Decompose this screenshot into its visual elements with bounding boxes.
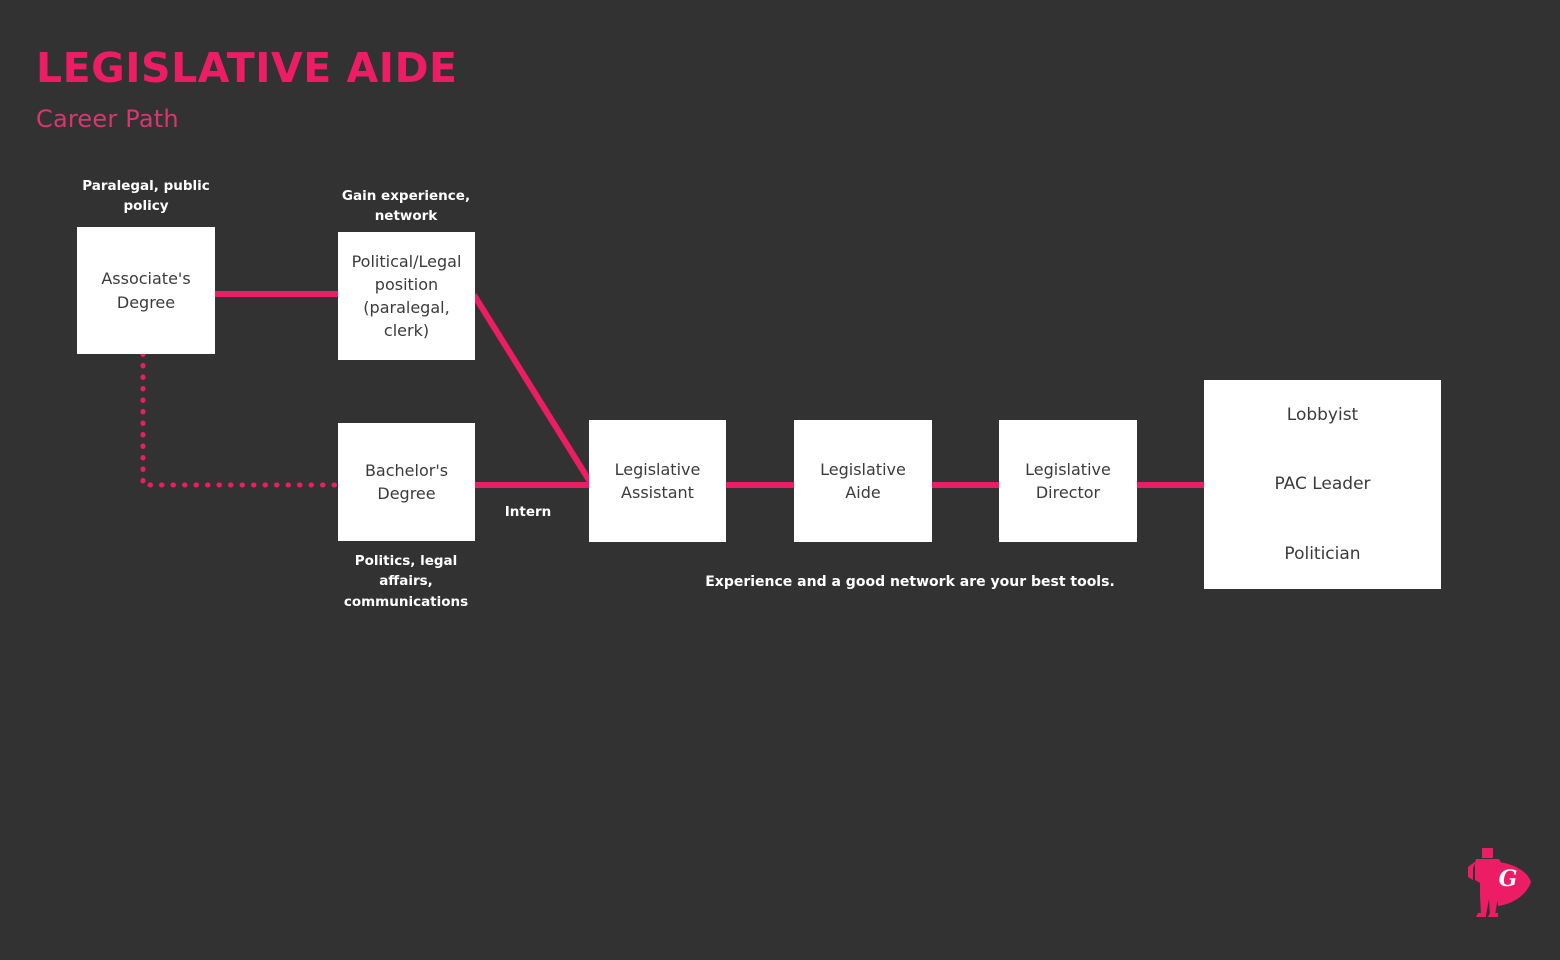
outcome-pac-leader: PAC Leader (1274, 474, 1371, 495)
node-associates-degree-label: Associate's Degree (101, 269, 191, 312)
node-legislative-director-label: Legislative Director (1025, 459, 1111, 502)
annotation-bachelors-bottom: Politics, legal affairs, communications (343, 553, 469, 610)
node-political-legal-position[interactable]: Political/Legal position (paralegal, cle… (338, 232, 475, 360)
outcome-lobbyist: Lobbyist (1286, 404, 1359, 425)
node-career-outcomes[interactable]: Lobbyist PAC Leader Politician (1204, 380, 1441, 589)
node-legislative-director[interactable]: Legislative Director (999, 420, 1137, 542)
svg-text:G: G (1499, 866, 1518, 892)
node-associates-degree[interactable]: Associate's Degree (77, 227, 215, 354)
edge-political-to-assistant (471, 293, 595, 487)
node-legislative-assistant[interactable]: Legislative Assistant (589, 420, 726, 542)
annotation-footer-tip: Experience and a good network are your b… (705, 574, 1115, 590)
node-bachelors-degree[interactable]: Bachelor's Degree (338, 423, 475, 541)
annotation-political-top: Gain experience, network (341, 188, 471, 225)
annotation-associates-top: Paralegal, public policy (82, 178, 210, 215)
node-political-legal-position-label: Political/Legal position (paralegal, cle… (351, 251, 462, 341)
page-title: LEGISLATIVE AIDE (36, 44, 458, 92)
page-subtitle: Career Path (36, 105, 179, 133)
annotation-intern: Intern (504, 504, 552, 520)
node-legislative-assistant-label: Legislative Assistant (614, 459, 701, 502)
node-legislative-aide-label: Legislative Aide (820, 459, 906, 502)
header: LEGISLATIVE AIDE Career Path (36, 44, 458, 133)
outcome-politician: Politician (1284, 543, 1361, 564)
superhero-g-logo: G (1468, 848, 1531, 917)
edge-associates-to-bachelors-dotted (140, 351, 343, 488)
node-legislative-aide[interactable]: Legislative Aide (794, 420, 932, 542)
node-bachelors-degree-label: Bachelor's Degree (364, 460, 449, 503)
